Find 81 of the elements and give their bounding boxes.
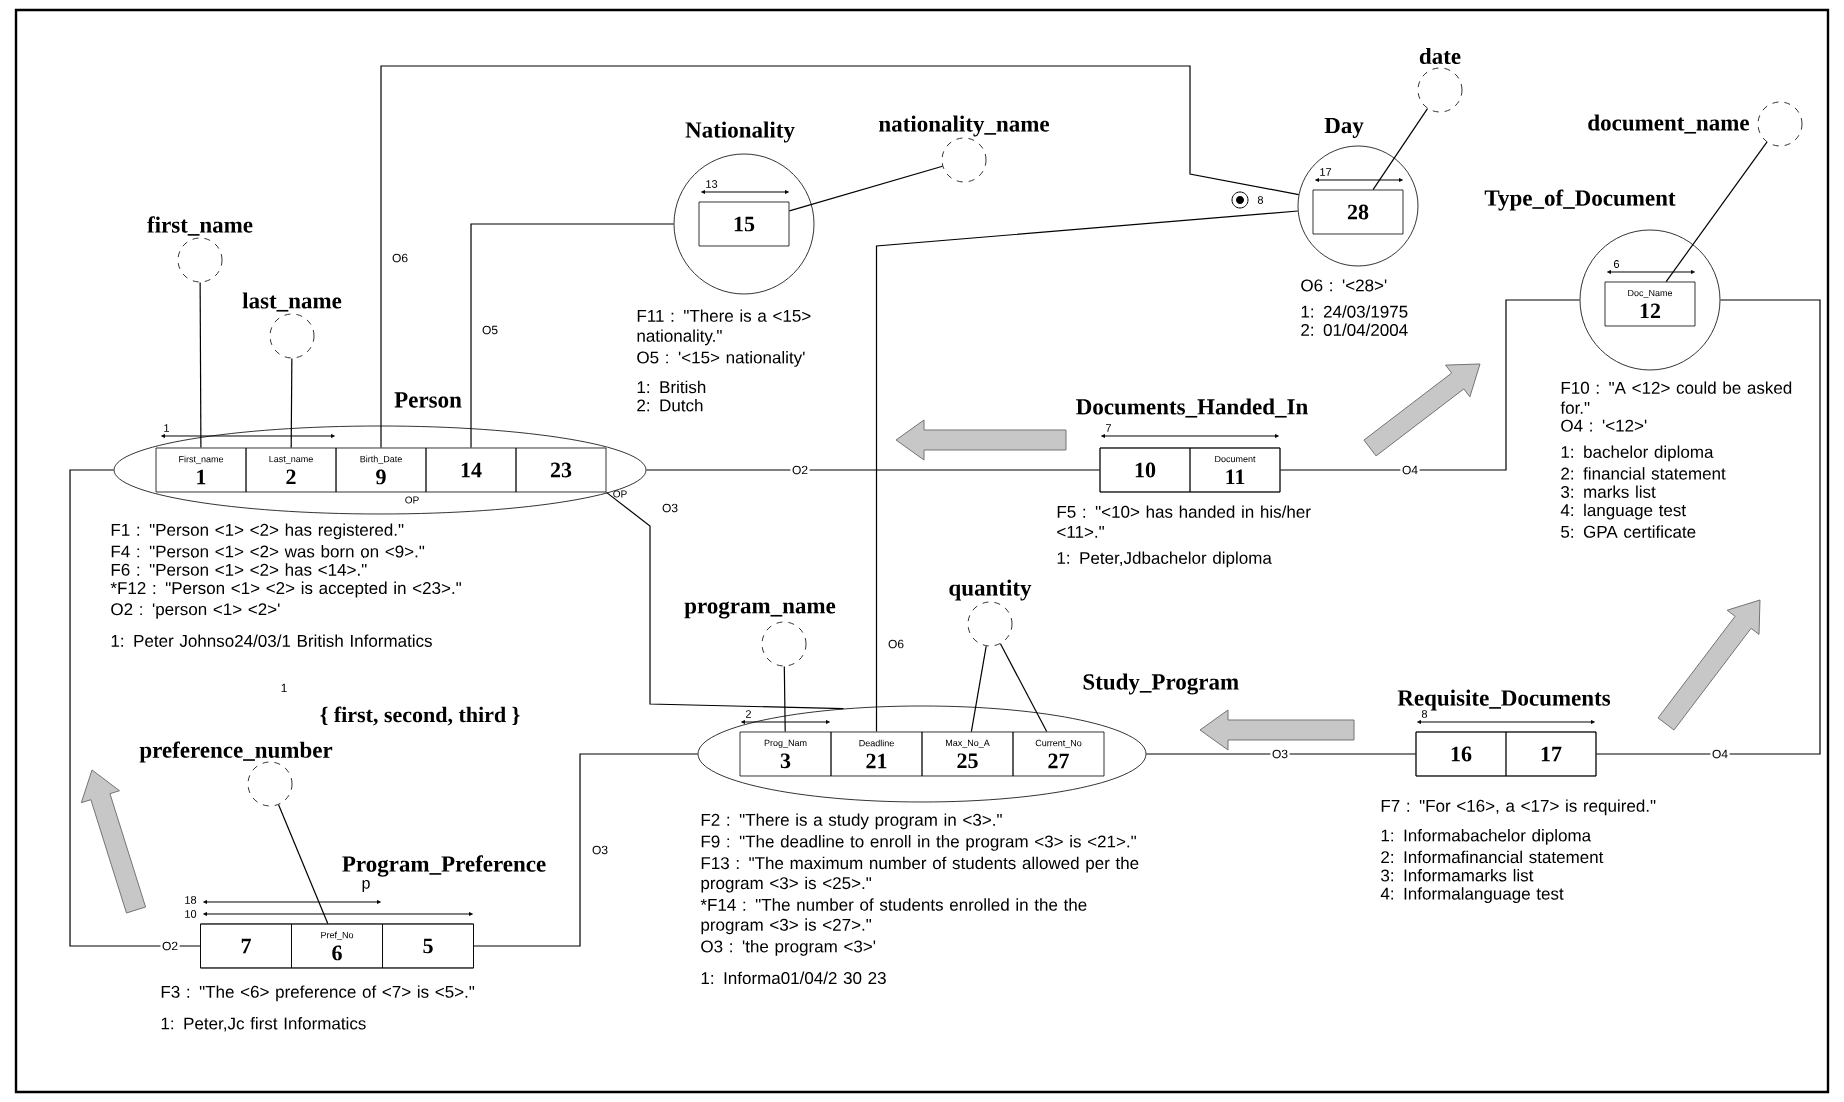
connector-line xyxy=(199,281,202,449)
fact-text: 1: Informabachelor diploma xyxy=(1381,829,1592,845)
fact-text: 4: language test xyxy=(1560,503,1686,520)
fact-text: F9 : "The deadline to enroll in the program <3> is <21>." xyxy=(701,835,1136,851)
connector-line xyxy=(69,469,201,947)
connector-line xyxy=(645,469,1101,471)
role-box: 15 xyxy=(698,201,790,247)
fact-text: 1: 24/03/1975 xyxy=(1301,305,1408,318)
role-box: 10 xyxy=(1099,447,1191,493)
role-box: 23 xyxy=(515,447,607,493)
fact-text: 3: Informamarks list xyxy=(1381,868,1534,882)
connector-line xyxy=(1595,299,1821,755)
fact-text: 2: Informafinancial statement xyxy=(1381,850,1604,864)
connector-line xyxy=(999,643,1048,733)
fact-text: F10 : "A <12> could be asked for." xyxy=(1560,381,1792,414)
role-box: 7 xyxy=(200,923,292,969)
fact-text: F4 : "Person <1> <2> was born on <9>." xyxy=(111,545,425,558)
node-label: Study_Program xyxy=(1083,673,1239,695)
fact-text: 2: financial statement xyxy=(1561,467,1726,480)
node-label: preference_number xyxy=(139,741,333,763)
connector-line xyxy=(970,645,987,733)
fact-text: F7 : "For <16>, a <17> is required." xyxy=(1381,799,1656,816)
fact-text: 4: Informalanguage test xyxy=(1380,887,1564,904)
fact-text: F1 : "Person <1> <2> has registered." xyxy=(111,523,404,540)
fact-text: F11 : "There is a <15> nationality." xyxy=(637,309,811,346)
fact-text: F3 : "The <6> preference of <7> is <5>." xyxy=(161,985,475,1002)
node-label: first_name xyxy=(147,216,253,236)
fact-text: 1: British xyxy=(637,380,706,394)
fact-text: 1: bachelor diploma xyxy=(1561,445,1714,462)
fact-text: 1: Informa01/04/2 30 23 xyxy=(701,971,886,985)
connector-line xyxy=(875,210,1299,733)
node-label: Person xyxy=(394,392,462,408)
connector-line xyxy=(470,223,675,449)
connector-line xyxy=(1145,753,1417,755)
node-label: Type_of_Document xyxy=(1484,189,1676,211)
fact-text: 1: Peter,Jdbachelor diploma xyxy=(1057,551,1272,568)
node-label: program_name xyxy=(684,601,836,619)
fact-text: F5 : "<10> has handed in his/her <11>." xyxy=(1057,505,1311,538)
fact-text: 5: GPA certificate xyxy=(1561,525,1696,538)
node-label: nationality_name xyxy=(879,115,1050,137)
node-label: quantity xyxy=(949,579,1032,601)
role-box: 14 xyxy=(425,447,517,493)
fact-text: *F14 : "The number of students enrolled in the the program <3> is <27>." xyxy=(700,898,1087,935)
connector-line xyxy=(1279,299,1581,471)
fact-text: 2: Dutch xyxy=(637,398,703,412)
role-box: 17 xyxy=(1505,731,1597,777)
connector-line xyxy=(783,665,786,733)
fact-text: F6 : "Person <1> <2> has <14>." xyxy=(111,563,367,576)
fact-text: F13 : "The maximum number of students allowed per the program <3> is <25>." xyxy=(701,856,1139,893)
connector-line xyxy=(1372,108,1429,191)
fact-text: F2 : "There is a study program in <3>." xyxy=(701,813,1002,830)
fact-text: 2: 01/04/2004 xyxy=(1301,323,1408,336)
connector-line xyxy=(277,804,329,925)
fact-text: O3 : 'the program <3>' xyxy=(701,939,876,956)
fact-text: O5 : '<15> nationality' xyxy=(637,351,805,367)
connector-line xyxy=(473,753,699,947)
fact-text: *F12 : "Person <1> <2> is accepted in <23>." xyxy=(110,581,461,598)
fact-text: 1: Peter Johnso24/03/1 British Informatics xyxy=(111,634,432,647)
connector-line xyxy=(290,357,293,449)
role-box: 5 xyxy=(382,923,474,969)
fact-text: 1: Peter,Jc first Informatics xyxy=(161,1017,366,1032)
role-box: 16 xyxy=(1415,731,1507,777)
connector-line xyxy=(788,165,944,212)
fact-text: O4 : '<12>' xyxy=(1561,419,1647,432)
value-set: { first, second, third } xyxy=(320,706,520,726)
connector-line xyxy=(1665,141,1768,283)
fact-text: 3: marks list xyxy=(1561,485,1656,498)
node-label: Program_Preference xyxy=(342,855,546,877)
node-label: Documents_Handed_In xyxy=(1076,398,1308,418)
node-label: Nationality xyxy=(685,121,795,143)
fact-text: O2 : 'person <1> <2>' xyxy=(111,603,280,619)
role-box: 28 xyxy=(1312,189,1404,235)
node-label: document_name xyxy=(1588,114,1749,134)
fact-text: O6 : '<28>' xyxy=(1301,279,1387,292)
node-label: Day xyxy=(1324,117,1364,138)
node-label: last_name xyxy=(242,292,342,312)
node-label: Requisite_Documents xyxy=(1397,689,1611,711)
constraint-number: p xyxy=(362,880,370,892)
node-label: date xyxy=(1419,47,1461,65)
connector-line xyxy=(380,65,1300,449)
connector-line xyxy=(605,491,845,710)
